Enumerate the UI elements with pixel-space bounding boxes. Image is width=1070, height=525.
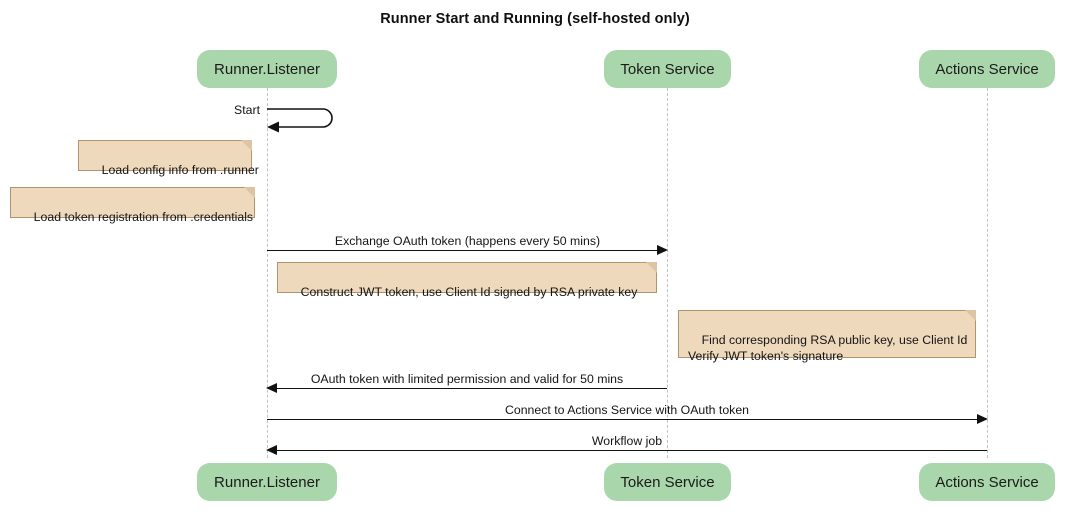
participant-token-service-top[interactable]: Token Service bbox=[604, 50, 731, 88]
arrow-right-icon bbox=[657, 245, 668, 255]
arrow-left-icon bbox=[266, 445, 277, 455]
participant-token-service-bottom[interactable]: Token Service bbox=[604, 463, 731, 501]
note-fold-edge-icon bbox=[964, 310, 976, 322]
page-title: Runner Start and Running (self-hosted on… bbox=[380, 11, 690, 27]
note-load-token-registration: Load token registration from .credential… bbox=[10, 187, 255, 224]
participant-actions-service-top[interactable]: Actions Service bbox=[919, 50, 1055, 88]
note-text: Load config info from .runner bbox=[101, 163, 259, 177]
message-connect-actions-line bbox=[267, 419, 977, 420]
self-loop-icon bbox=[267, 108, 333, 133]
participant-label: Token Service bbox=[620, 473, 715, 491]
note-text: Construct JWT token, use Client Id signe… bbox=[300, 285, 638, 299]
message-exchange-oauth-line bbox=[267, 250, 657, 251]
note-verify-jwt-signature: Find corresponding RSA public key, use C… bbox=[678, 310, 976, 363]
message-exchange-oauth-label: Exchange OAuth token (happens every 50 m… bbox=[334, 234, 601, 248]
participant-runner-listener-bottom[interactable]: Runner.Listener bbox=[197, 463, 337, 501]
arrow-right-icon bbox=[977, 414, 988, 424]
lifeline-token bbox=[667, 88, 668, 458]
participant-label: Token Service bbox=[620, 60, 715, 78]
message-oauth-token-return-line bbox=[277, 388, 667, 389]
note-text: Load token registration from .credential… bbox=[33, 210, 254, 224]
self-message-start-loop bbox=[263, 100, 343, 139]
note-fold-edge-icon bbox=[243, 187, 255, 199]
participant-label: Runner.Listener bbox=[214, 473, 320, 491]
participant-label: Runner.Listener bbox=[214, 60, 320, 78]
lifeline-actions bbox=[987, 88, 988, 458]
note-load-config: Load config info from .runner bbox=[78, 140, 259, 177]
self-message-start-label: Start bbox=[234, 103, 260, 117]
message-oauth-token-return-label: OAuth token with limited permission and … bbox=[310, 372, 624, 386]
message-connect-actions-label: Connect to Actions Service with OAuth to… bbox=[504, 403, 750, 417]
note-fold-edge-icon bbox=[645, 262, 657, 274]
note-construct-jwt: Construct JWT token, use Client Id signe… bbox=[277, 262, 657, 299]
lifeline-runner bbox=[267, 88, 268, 458]
message-workflow-job-label: Workflow job bbox=[591, 434, 663, 448]
note-fold-edge-icon bbox=[240, 140, 252, 152]
participant-runner-listener-top[interactable]: Runner.Listener bbox=[197, 50, 337, 88]
arrow-left-icon bbox=[266, 383, 277, 393]
note-text: Find corresponding RSA public key, use C… bbox=[688, 333, 968, 363]
participant-label: Actions Service bbox=[935, 60, 1039, 78]
participant-actions-service-bottom[interactable]: Actions Service bbox=[919, 463, 1055, 501]
participant-label: Actions Service bbox=[935, 473, 1039, 491]
message-workflow-job-line bbox=[277, 450, 987, 451]
